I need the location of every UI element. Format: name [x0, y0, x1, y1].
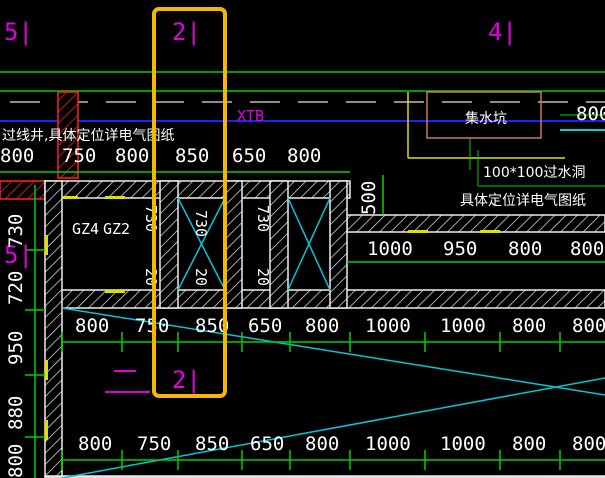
svg-text:650: 650: [248, 315, 282, 337]
svg-text:720: 720: [5, 271, 27, 305]
dimension-row-right: 1000 950 800 800: [367, 238, 604, 260]
svg-text:850: 850: [195, 315, 229, 337]
svg-text:800: 800: [115, 145, 149, 167]
svg-text:800: 800: [508, 238, 542, 260]
svg-text:800: 800: [287, 145, 321, 167]
svg-text:950: 950: [5, 331, 27, 365]
svg-text:730: 730: [254, 205, 272, 232]
svg-text:1000: 1000: [440, 433, 486, 455]
axis-label-2: 2|: [172, 18, 201, 46]
svg-text:730: 730: [142, 205, 160, 232]
dimension-row-2: 800 750 850 650 800 1000 1000 800 800: [75, 315, 605, 337]
walls: [44, 180, 605, 478]
svg-text:800: 800: [570, 238, 604, 260]
svg-text:650: 650: [232, 145, 266, 167]
note-top-left: 过线井,具体定位详电气图纸: [2, 128, 174, 144]
dimension-row-3: 800 750 850 650 800 1000 1000 800 800: [78, 433, 605, 455]
svg-text:800: 800: [305, 315, 339, 337]
svg-text:800: 800: [78, 433, 112, 455]
svg-text:500: 500: [358, 181, 380, 215]
svg-text:800: 800: [305, 433, 339, 455]
section-label-1: 一: [113, 358, 137, 386]
svg-text:800: 800: [572, 433, 605, 455]
svg-text:800: 800: [572, 315, 605, 337]
svg-text:800: 800: [5, 444, 27, 478]
red-hatched-wall: [0, 180, 46, 200]
svg-text:730: 730: [5, 214, 27, 248]
svg-text:650: 650: [250, 433, 284, 455]
axis-label-5-side: 5|: [4, 241, 33, 269]
svg-text:850: 850: [175, 145, 209, 167]
note-pit: 集水坑: [465, 110, 507, 127]
dimension-row-1: 800 750 800 850 650 800 800 500: [0, 103, 605, 215]
svg-text:800: 800: [576, 103, 605, 125]
red-hatched-column: [57, 91, 79, 179]
opening-marks: [61, 197, 605, 478]
svg-text:750: 750: [62, 145, 96, 167]
svg-text:850: 850: [195, 433, 229, 455]
axis-label-5: 5|: [4, 18, 33, 46]
svg-text:1000: 1000: [367, 238, 413, 260]
svg-text:1000: 1000: [365, 433, 411, 455]
svg-text:20: 20: [192, 268, 210, 286]
svg-text:800: 800: [512, 315, 546, 337]
svg-text:20: 20: [142, 268, 160, 286]
highlight-box: [152, 7, 227, 398]
svg-text:800: 800: [512, 433, 546, 455]
svg-text:800: 800: [0, 145, 34, 167]
svg-text:730: 730: [192, 210, 210, 237]
note-hole: 100*100过水洞: [483, 165, 585, 181]
svg-text:750: 750: [137, 433, 171, 455]
svg-text:1000: 1000: [440, 315, 486, 337]
section-label-2: 2|: [172, 366, 201, 394]
column-tag: GZ4: [72, 220, 99, 238]
column-tag: GZ2: [103, 220, 130, 238]
xtb-tag: XTB: [237, 107, 264, 125]
svg-text:800: 800: [75, 315, 109, 337]
sump-pit-outline: [426, 91, 542, 139]
svg-text:20: 20: [254, 268, 272, 286]
svg-text:950: 950: [443, 238, 477, 260]
svg-text:880: 880: [5, 396, 27, 430]
svg-text:1000: 1000: [365, 315, 411, 337]
note-detail: 具体定位详电气图纸: [460, 193, 586, 209]
dimension-column-left: 730 720 950 880 800: [5, 214, 27, 478]
axis-label-4: 4|: [488, 18, 517, 46]
